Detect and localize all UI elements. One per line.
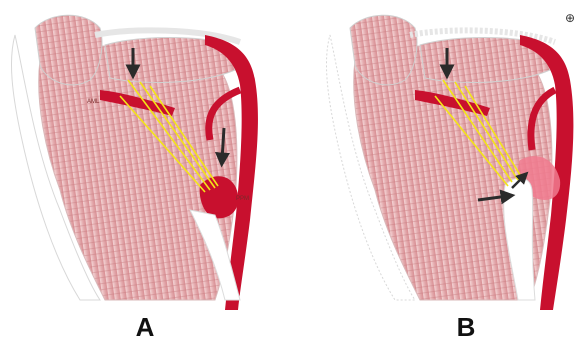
panel-a: AML PPM A [11,15,257,342]
panel-letter-b: B [457,312,476,342]
arrow-down-papillary [222,128,224,160]
panel-b: ⊕ B [326,11,575,342]
label-leaflet: AML [87,99,100,105]
corner-mark-icon: ⊕ [565,11,575,25]
label-papillary: PPM [236,196,249,202]
panel-letter-a: A [136,312,155,342]
